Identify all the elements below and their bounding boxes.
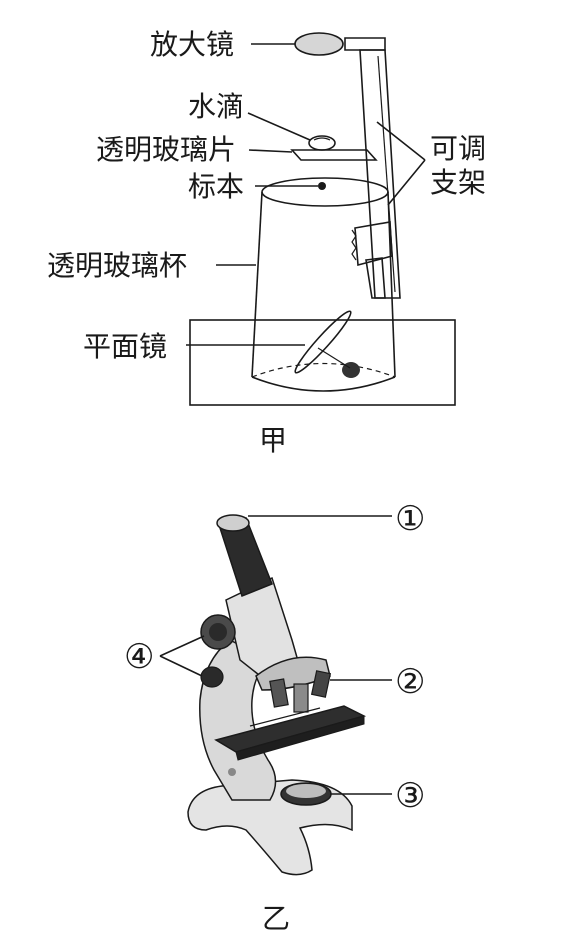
label-specimen: 标本 [188, 170, 244, 203]
specimen-dot [318, 182, 326, 190]
label-glass-slide: 透明玻璃片 [96, 133, 236, 166]
adjustable-stand [344, 37, 401, 299]
eyepiece [216, 514, 250, 532]
figure-jia: 放大镜 水滴 透明玻璃片 标本 透明玻璃杯 平面镜 可调 支架 甲 [47, 28, 486, 457]
leader-4 [159, 635, 205, 677]
objective-lenses [269, 670, 332, 713]
caption-yi: 乙 [262, 902, 290, 935]
label-stand-line2: 支架 [430, 166, 486, 199]
leader-glass-slide [248, 149, 293, 153]
label-water-drop: 水滴 [188, 90, 244, 123]
fine-focus-knob [200, 666, 224, 688]
marker-3: ③ [395, 776, 425, 816]
label-stand-line1: 可调 [430, 132, 486, 165]
marker-4: ④ [124, 637, 154, 677]
magnifier-lens [294, 32, 344, 56]
leader-stand [376, 121, 426, 206]
marker-2: ② [395, 662, 425, 702]
figure-yi: ① ② ③ ④ 乙 [124, 499, 425, 935]
glass-slide [290, 149, 378, 161]
leader-water-drop [247, 112, 311, 141]
plane-mirror [294, 310, 352, 374]
water-drop [308, 135, 336, 151]
label-plane-mirror: 平面镜 [83, 330, 167, 363]
marker-1: ① [395, 499, 425, 539]
caption-jia: 甲 [259, 424, 287, 457]
label-glass-cup: 透明玻璃杯 [47, 249, 187, 282]
base-board [189, 319, 456, 406]
label-magnifier: 放大镜 [150, 28, 234, 61]
